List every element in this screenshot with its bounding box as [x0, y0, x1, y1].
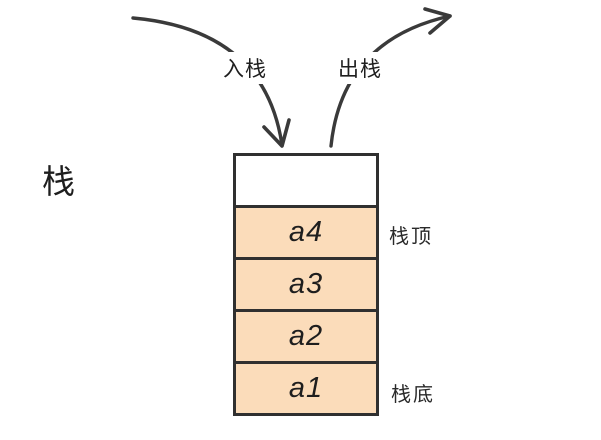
stack-cell-value: a2: [288, 320, 324, 352]
stack-cell-empty: [236, 156, 376, 205]
pop-label: 出栈: [335, 52, 385, 84]
push-label: 入栈: [220, 52, 270, 84]
stack-cell-value: a3: [288, 268, 324, 300]
stack-cell-a1: a1: [236, 361, 376, 413]
stack-bottom-label: 栈底: [391, 384, 435, 406]
stack-cell-a4: a4: [236, 205, 376, 257]
diagram-title: 栈: [42, 163, 75, 200]
stack-cell-a2: a2: [236, 309, 376, 361]
stack-cell-a3: a3: [236, 257, 376, 309]
stack-cell-value: a4: [288, 216, 324, 248]
stack-cell-value: a1: [288, 372, 324, 404]
stack-box: a4 a3 a2 a1: [233, 153, 379, 416]
stack-top-label: 栈顶: [389, 226, 433, 248]
